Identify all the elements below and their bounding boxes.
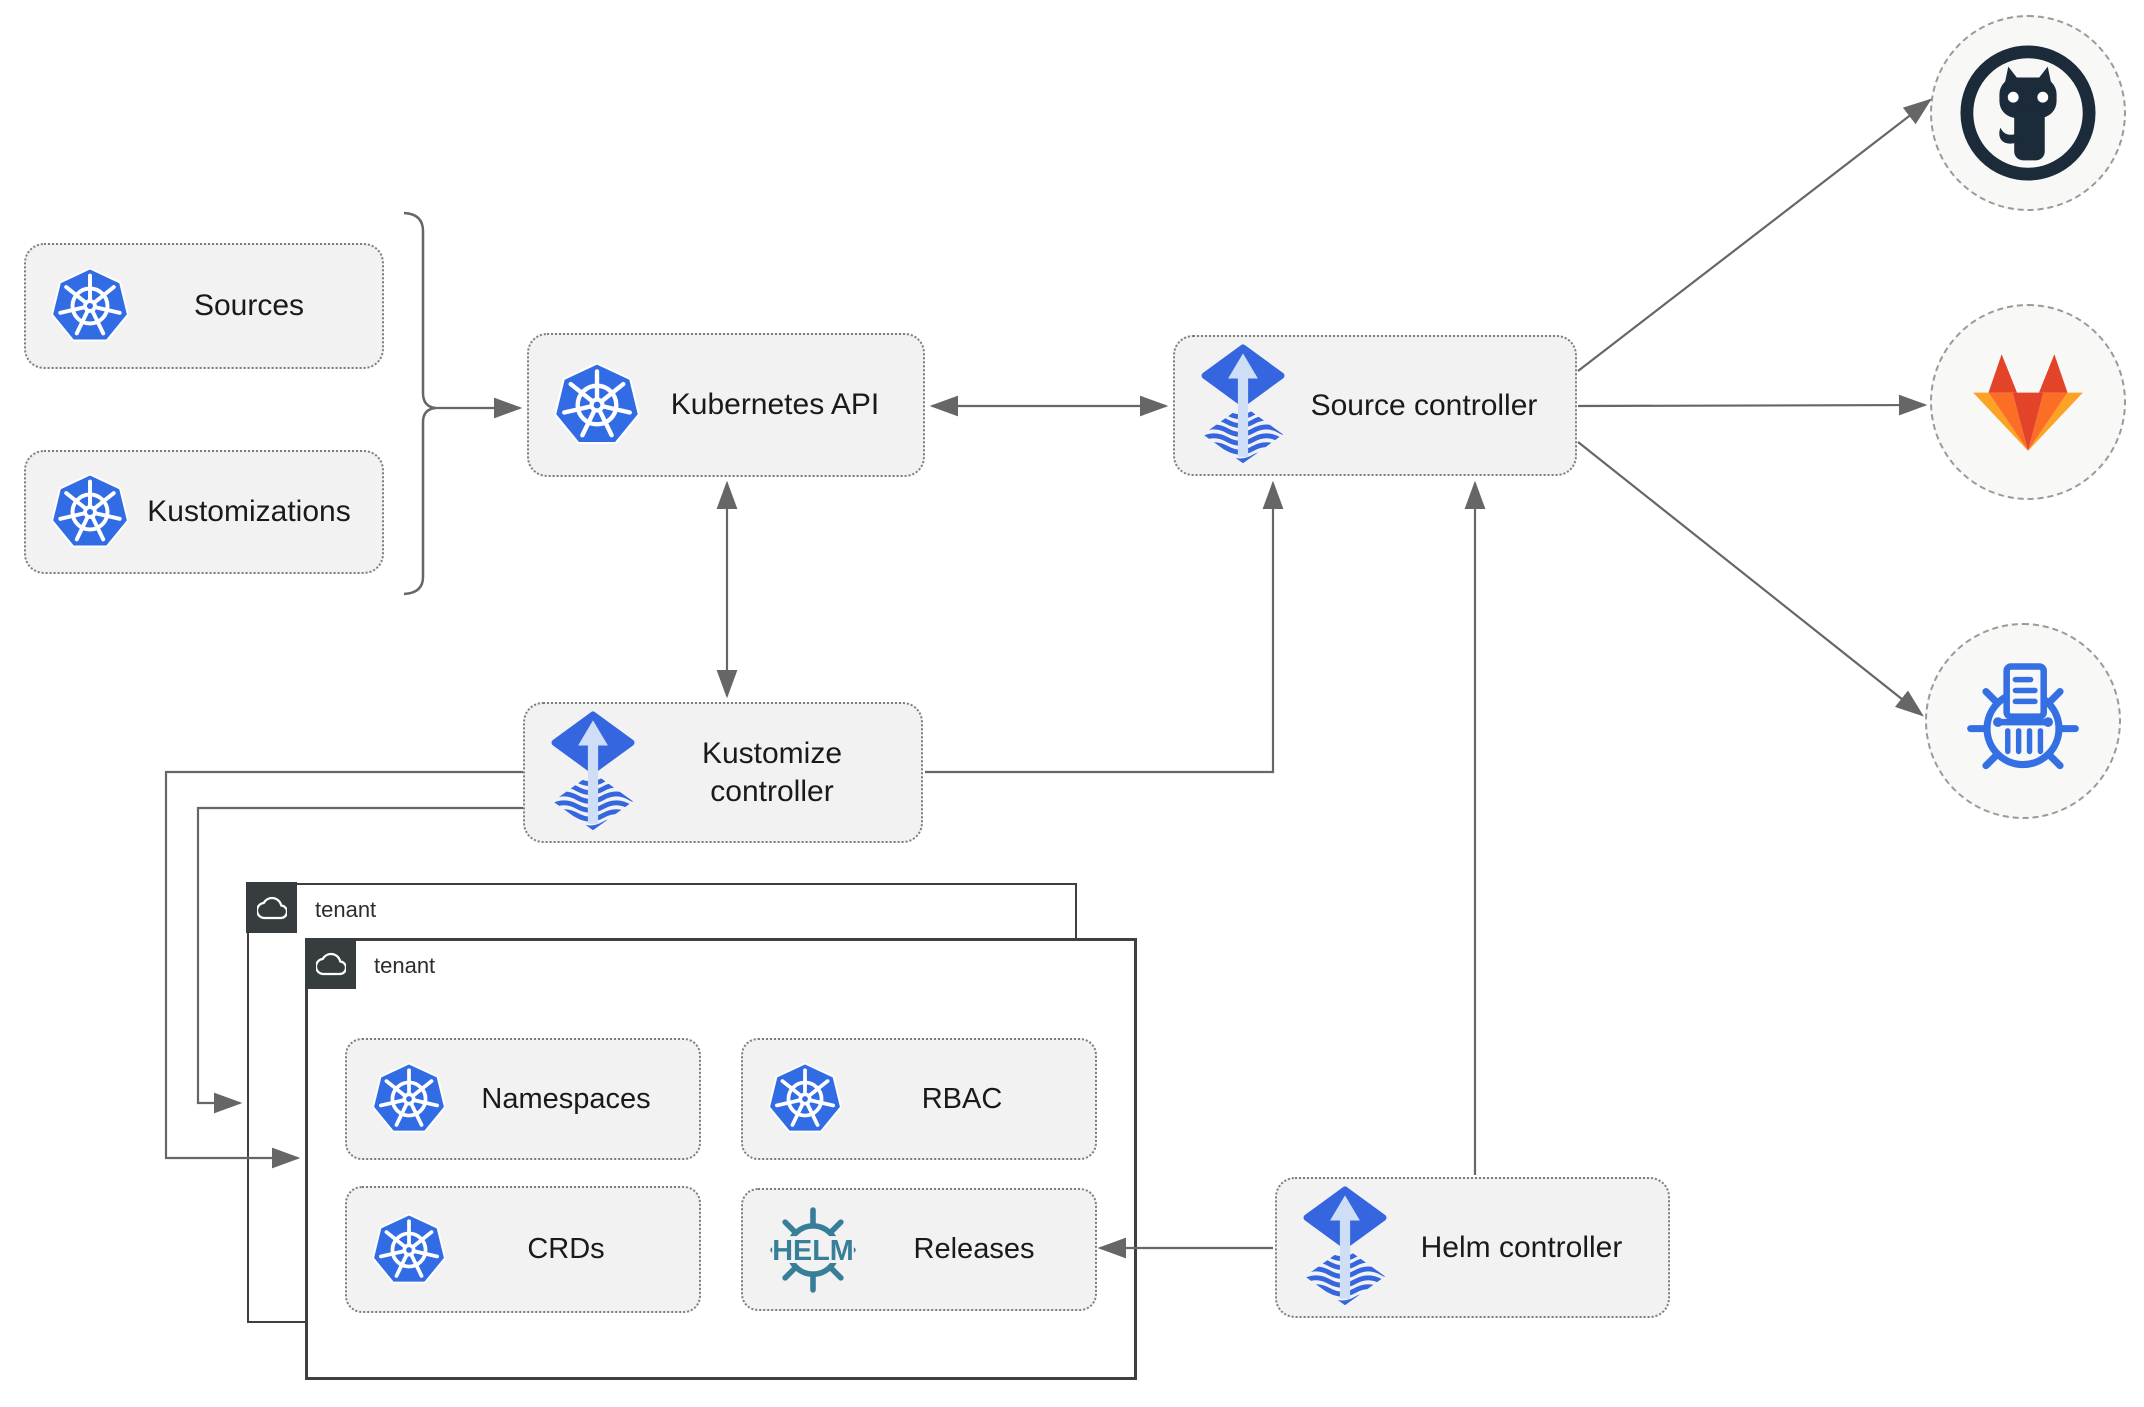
node-source-controller: Source controller (1173, 335, 1577, 476)
arrow-source-controller-to-github (1577, 98, 1932, 372)
node-label: Kubernetes API (670, 388, 880, 422)
node-namespaces: Namespaces (345, 1038, 701, 1160)
flux-icon (1201, 344, 1285, 467)
tenant-group-front: tenant Namespaces RBAC CRDs (305, 938, 1137, 1380)
tenant-tab (305, 938, 356, 989)
node-label: Helm controller (1420, 1230, 1623, 1264)
node-label: Releases (913, 1233, 1035, 1266)
endpoint-gitlab (1930, 304, 2126, 500)
arrow-kustomize-to-source-controller (925, 480, 1284, 774)
kubernetes-icon (52, 474, 128, 550)
helm-repository-icon (1962, 660, 2084, 782)
helm-icon: HELM (770, 1206, 856, 1293)
node-label: Sources (193, 289, 305, 323)
cloud-icon (255, 893, 289, 923)
node-kustomizations: Kustomizations (24, 450, 384, 574)
arrow-source-controller-to-gitlab (1577, 394, 1928, 416)
node-label: Source controller (1310, 388, 1538, 422)
kubernetes-icon (373, 1063, 445, 1135)
node-kubernetes-api: Kubernetes API (527, 333, 925, 477)
node-releases: HELM Releases (741, 1188, 1097, 1311)
kubernetes-icon (555, 363, 639, 447)
kubernetes-icon (52, 268, 128, 344)
kubernetes-icon (769, 1063, 841, 1135)
node-label: Kustomize controller (701, 737, 843, 808)
node-label: Namespaces (481, 1082, 651, 1115)
node-sources: Sources (24, 243, 384, 369)
github-icon (1959, 44, 2097, 182)
kubernetes-icon (373, 1214, 445, 1286)
tenant-label: tenant (374, 953, 436, 978)
endpoint-registry (1925, 623, 2121, 819)
arrow-source-controller-to-registry (1577, 441, 1924, 717)
node-label: CRDs (527, 1233, 605, 1266)
bracket-sources-group (403, 211, 437, 596)
node-label: RBAC (921, 1082, 1003, 1115)
node-label: Kustomizations (147, 495, 351, 529)
endpoint-github (1930, 15, 2126, 211)
flux-icon (1303, 1186, 1387, 1309)
helm-logo-text: HELM (772, 1235, 854, 1267)
tenant-label: tenant (315, 897, 377, 922)
node-helm-controller: Helm controller (1275, 1177, 1670, 1318)
tenant-tab (246, 882, 297, 933)
flux-icon (551, 711, 635, 834)
node-rbac: RBAC (741, 1038, 1097, 1160)
node-kustomize-controller: Kustomize controller (523, 702, 923, 843)
node-crds: CRDs (345, 1186, 701, 1313)
cloud-icon (314, 949, 348, 979)
gitlab-icon (1973, 352, 2083, 453)
